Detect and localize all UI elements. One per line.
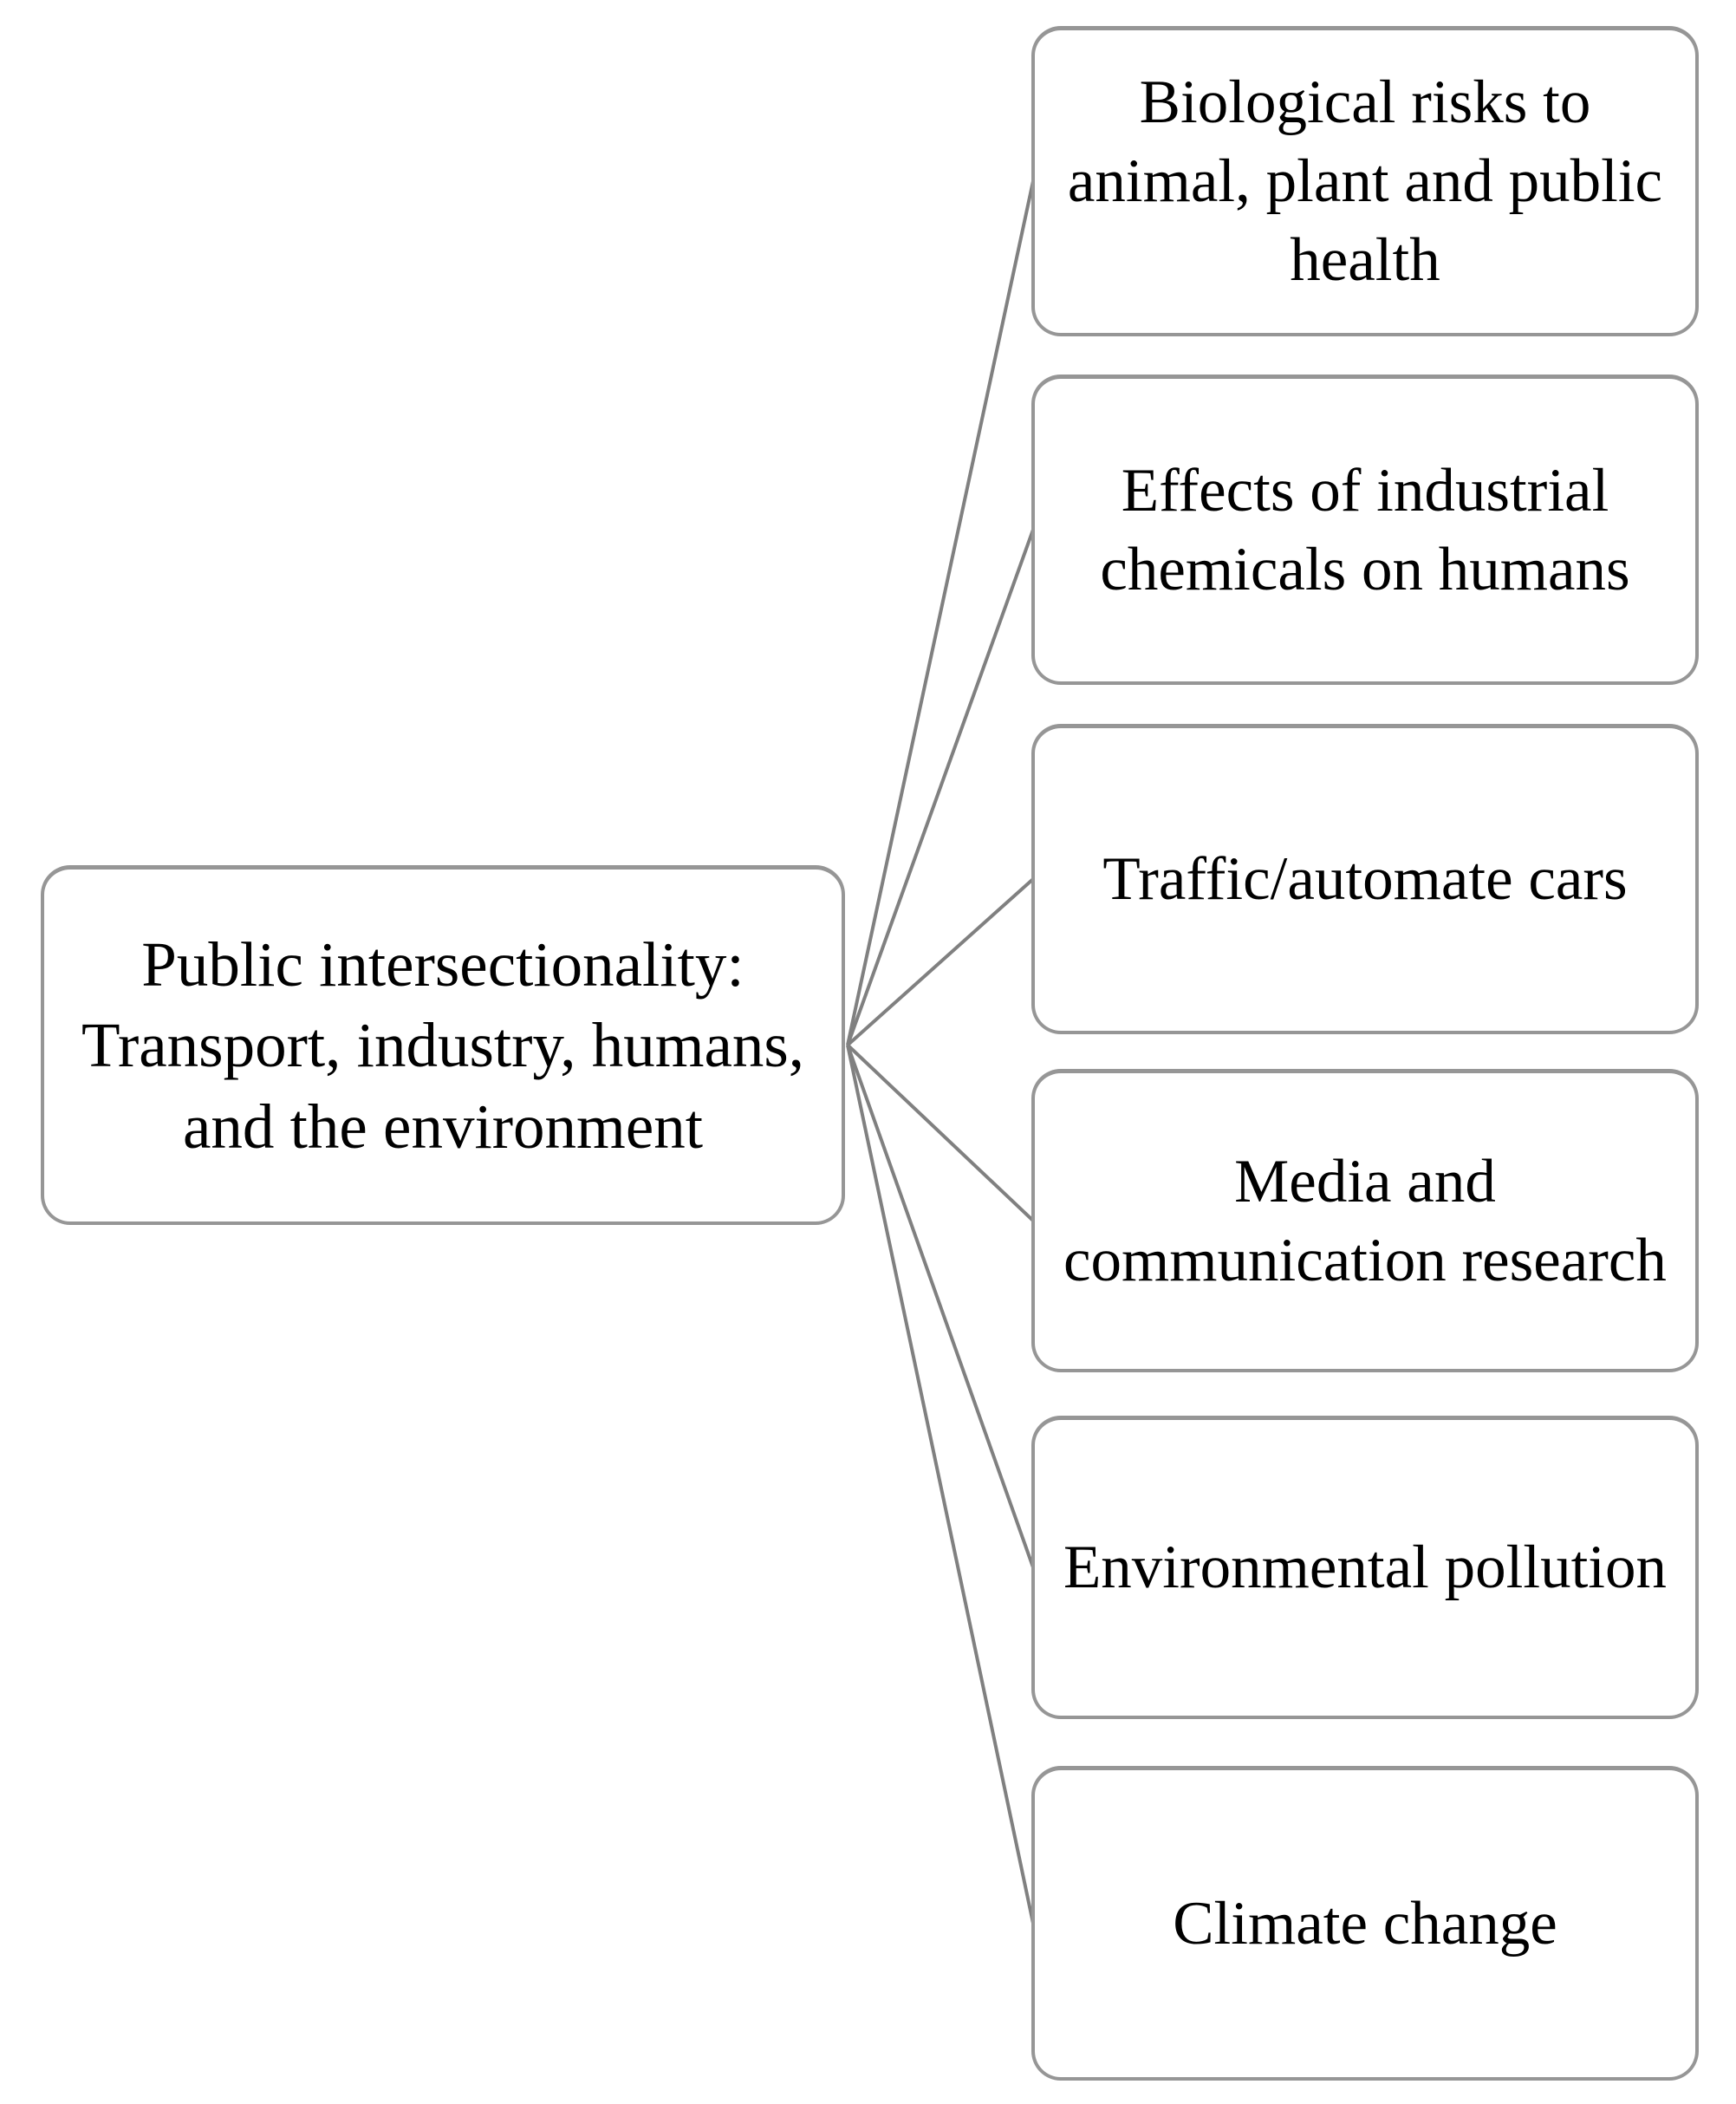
node-label: Environmental pollution [1063,1534,1668,1602]
node-biological-risks: Biological risks to animal, plant and pu… [1031,26,1699,336]
connector-line [846,180,1035,1045]
node-label: Effects of industrial chemicals on human… [1100,456,1630,603]
node-media-communication-research: Media and communication research [1031,1069,1699,1372]
node-label: Biological risks to animal, plant and pu… [1067,68,1663,294]
connector-line [846,1044,1035,1222]
connector-line [846,1045,1035,1924]
node-traffic-automate-cars: Traffic/automate cars [1031,724,1699,1034]
connector-line [846,877,1035,1046]
node-environmental-pollution: Environmental pollution [1031,1416,1699,1719]
node-climate-change: Climate change [1031,1766,1699,2081]
node-label: Climate change [1173,1889,1557,1957]
node-label: Media and communication research [1063,1147,1667,1294]
connector-line [846,529,1035,1046]
node-industrial-chemicals: Effects of industrial chemicals on human… [1031,375,1699,685]
center-node-label: Public intersectionality: Transport, ind… [81,928,805,1162]
connector-line [846,1044,1035,1568]
center-node-public-intersectionality: Public intersectionality: Transport, ind… [41,865,845,1225]
node-label: Traffic/automate cars [1102,845,1628,914]
